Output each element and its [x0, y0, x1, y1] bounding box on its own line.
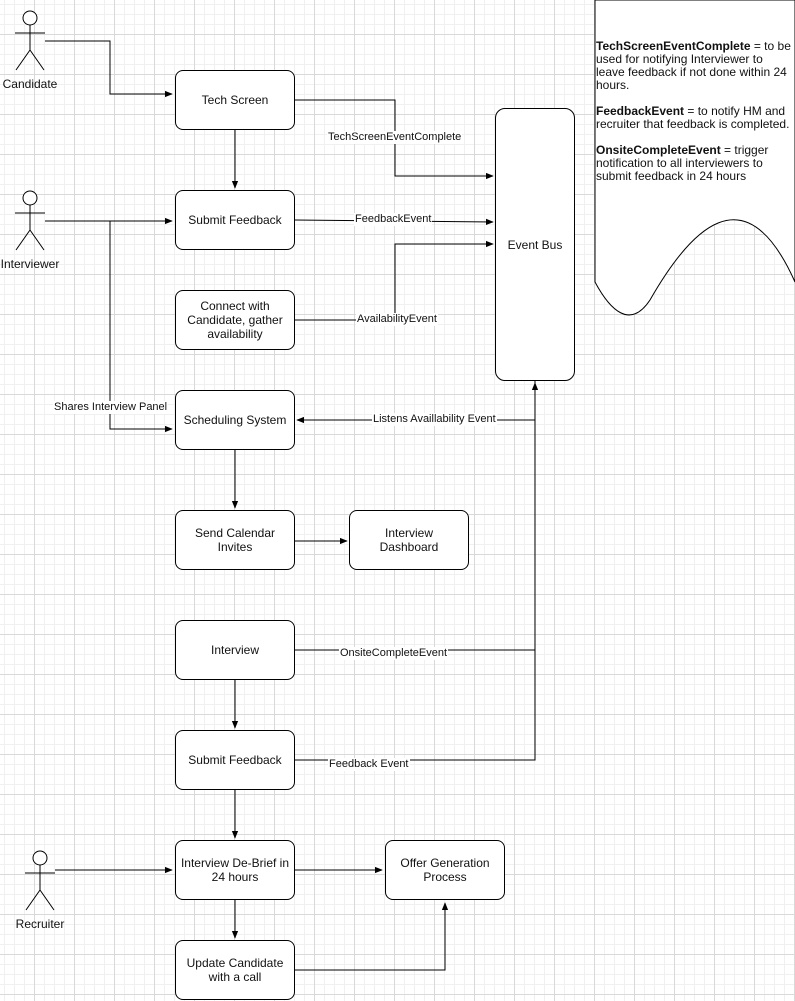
note-item-techscreen: TechScreenEventComplete = to be used for…: [596, 39, 791, 92]
actor-interviewer-label: Interviewer: [0, 257, 60, 271]
node-tech-screen[interactable]: Tech Screen: [175, 70, 295, 130]
edge-label-feedback-event-2: Feedback Event: [328, 758, 410, 771]
node-interview[interactable]: Interview: [175, 620, 295, 680]
node-send-calendar-invites[interactable]: Send Calendar Invites: [175, 510, 295, 570]
edge-candidate-to-techscreen: [45, 40, 173, 98]
note-shape: [594, 0, 795, 316]
node-update-candidate[interactable]: Update Candidate with a call: [175, 940, 295, 1000]
node-interview-debrief[interactable]: Interview De-Brief in 24 hours: [175, 840, 295, 900]
actor-interviewer-icon: [15, 190, 45, 251]
edge-update-to-offer: [295, 902, 449, 971]
actor-recruiter-label: Recruiter: [15, 917, 65, 931]
edge-label-techscreen-event: TechScreenEventComplete: [327, 131, 463, 144]
edge-label-shares-panel: Shares Interview Panel: [53, 401, 169, 414]
edge-interviewer-to-scheduling: [109, 221, 173, 433]
actor-candidate-label: Candidate: [2, 77, 58, 91]
actor-recruiter-icon: [25, 850, 55, 911]
edge-connect-to-eventbus: [295, 240, 494, 321]
note-text: TechScreenEventComplete = to be used for…: [596, 40, 793, 196]
edge-label-feedback-event: FeedbackEvent: [354, 213, 433, 226]
edge-label-onsite-complete: OnsiteCompleteEvent: [339, 647, 448, 660]
node-event-bus[interactable]: Event Bus: [495, 108, 575, 381]
node-interview-dashboard[interactable]: Interview Dashboard: [349, 510, 469, 570]
actor-candidate-icon: [15, 10, 45, 71]
node-scheduling-system[interactable]: Scheduling System: [175, 390, 295, 450]
node-submit-feedback-2[interactable]: Submit Feedback: [175, 730, 295, 790]
note-item-onsite: OnsiteCompleteEvent = trigger notificati…: [596, 143, 769, 183]
note-item-feedback: FeedbackEvent = to notify HM and recruit…: [596, 104, 790, 131]
node-submit-feedback[interactable]: Submit Feedback: [175, 190, 295, 250]
edge-label-listens-availability: Listens Availlability Event: [372, 413, 497, 426]
node-connect-with-candidate[interactable]: Connect with Candidate, gather availabil…: [175, 290, 295, 350]
edge-submitfeedback2-to-eventbus: [295, 650, 536, 761]
edge-label-availability-event: AvailabilityEvent: [356, 313, 438, 326]
node-offer-generation[interactable]: Offer Generation Process: [385, 840, 505, 900]
